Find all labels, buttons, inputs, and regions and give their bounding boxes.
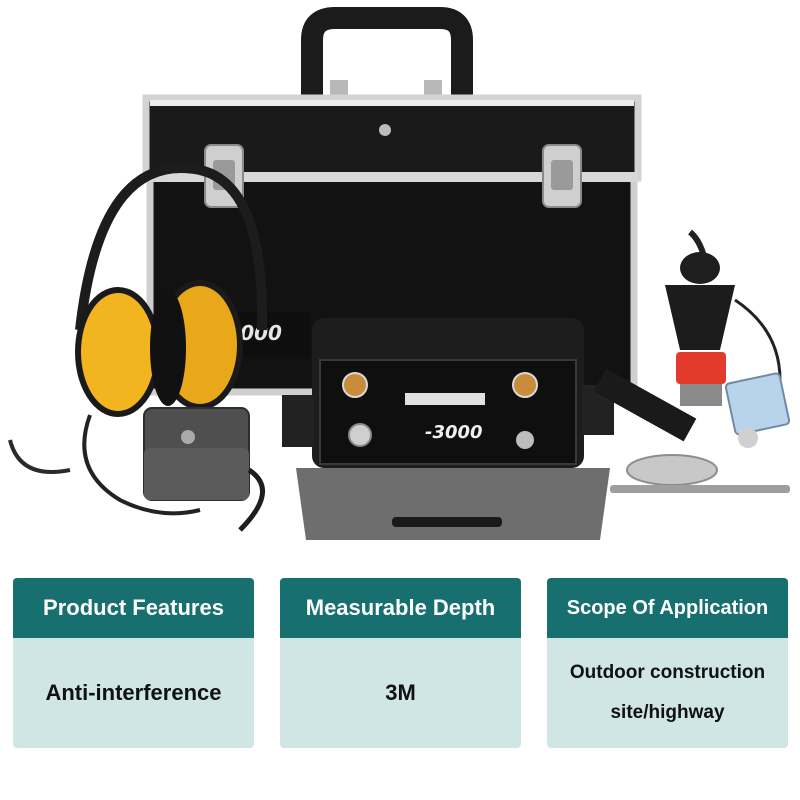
panel-model-label: -3000 [425, 422, 483, 443]
feature-cards: Product Features Anti-interference Measu… [0, 578, 800, 748]
card-body: 3M [385, 680, 416, 705]
card-body-line: site/highway [610, 702, 725, 723]
gain-knob [342, 372, 368, 398]
filter-knob [348, 423, 372, 447]
volume-knob [512, 372, 538, 398]
probe-accessories [610, 454, 790, 493]
card-header: Product Features [13, 578, 254, 638]
detector-unit: -3000 [282, 318, 697, 468]
headphones [8, 163, 268, 516]
sensor-probe [665, 229, 791, 448]
card-body-line: Outdoor construction [569, 662, 766, 683]
product-photo: -3000 -3000 [8, 7, 791, 540]
power-button [516, 431, 534, 449]
card-product-features: Product Features Anti-interference [13, 578, 254, 748]
card-measurable-depth: Measurable Depth 3M [280, 578, 521, 748]
battery-box [143, 407, 265, 532]
card-scope-of-application: Scope Of Application Outdoor constructio… [547, 578, 788, 748]
card-body: Outdoor construction site/highway [547, 638, 788, 748]
felt-pad [296, 468, 610, 540]
case-handle [301, 7, 473, 106]
card-header: Scope Of Application [547, 578, 788, 638]
card-body: Anti-interference [45, 680, 222, 705]
level-display [405, 393, 485, 405]
card-header: Measurable Depth [280, 578, 521, 638]
